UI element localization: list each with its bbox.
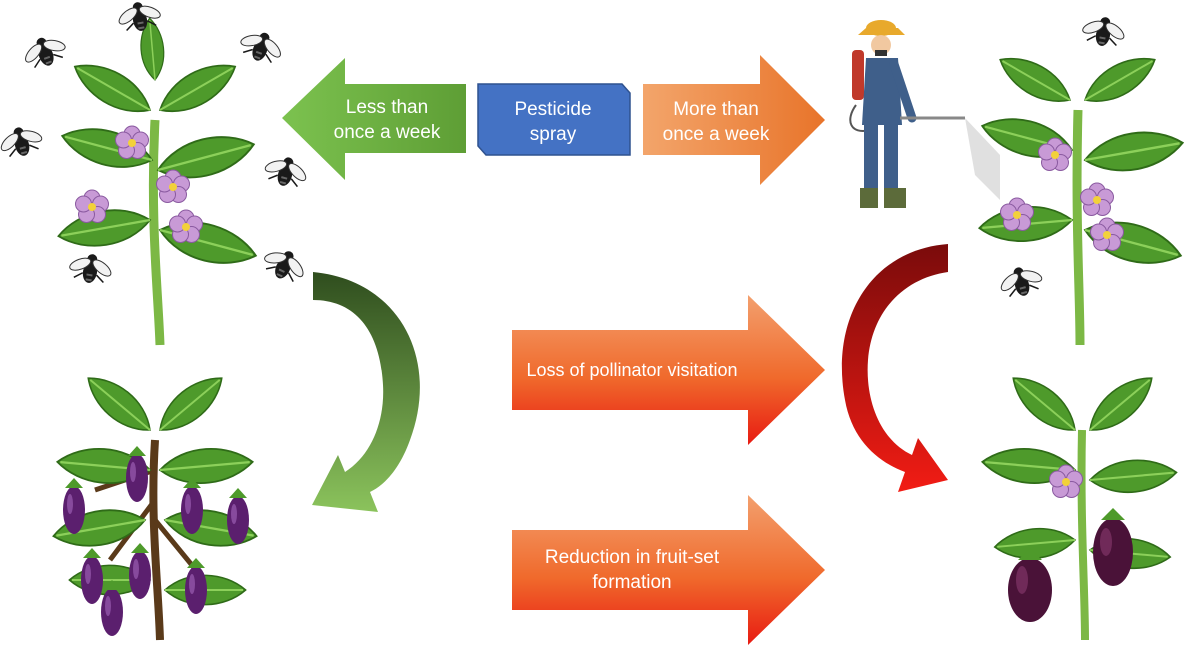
curved-arrow-left [312,272,420,512]
less-line-2: once a week [333,122,441,143]
loss-arrow [512,295,825,445]
farmer-spraying-icon [849,20,1000,208]
curved-arrow-right [841,244,948,492]
pesticide-line-1: Pesticide [514,99,592,120]
more-line-1: More than [673,99,759,120]
pesticide-spray-label: Pesticide spray [478,92,628,152]
orange-arrow [643,55,825,185]
reduction-line-2: formation [592,572,672,593]
more-than-once-label: More than once a week [650,92,782,152]
eggplant-plant-left-icon [49,366,261,641]
less-line-1: Less than [345,97,429,118]
pesticide-line-2: spray [529,124,577,145]
loss-text: Loss of pollinator visitation [526,359,738,380]
pesticide-box [477,83,631,156]
green-arrow [282,58,466,180]
less-than-once-label: Less than once a week [322,90,452,150]
plant-flowering-left-icon [54,16,262,346]
reduction-line-1: Reduction in fruit-set [544,547,720,568]
more-line-2: once a week [662,124,770,145]
loss-of-pollinator-label: Loss of pollinator visitation [512,340,752,400]
reduction-fruit-set-label: Reduction in fruit-set formation [512,540,752,600]
plant-flowering-right-icon [976,46,1188,346]
eggplant-plant-right-icon [979,366,1179,641]
reduction-arrow [512,495,825,645]
